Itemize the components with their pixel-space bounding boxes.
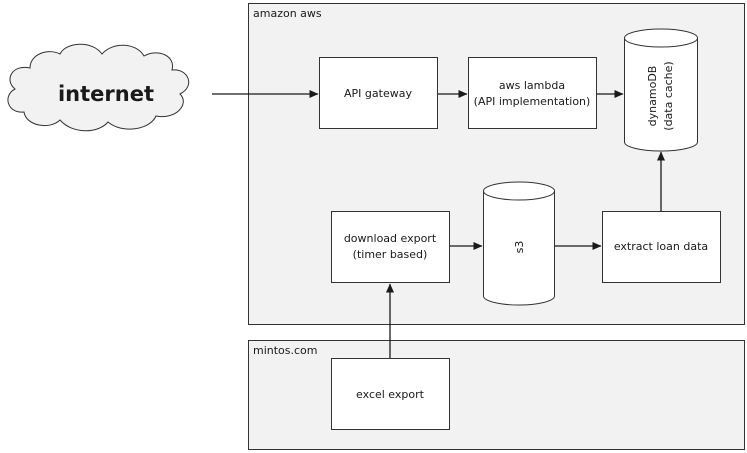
excel-export-node: excel export (331, 358, 450, 430)
download-export-label-line2: (timer based) (353, 248, 428, 261)
mintos-container-title: mintos.com (253, 344, 318, 357)
dynamodb-label-line1: dynamoDB (646, 66, 659, 127)
excel-export-label: excel export (356, 388, 425, 401)
api-gateway-label: API gateway (344, 87, 412, 100)
dynamodb-node: dynamoDB (data cache) (624, 28, 698, 152)
lambda-label-line2: (API implementation) (474, 95, 591, 108)
internet-label: internet (58, 82, 154, 106)
dynamodb-label-line2: (data cache) (662, 61, 675, 130)
extract-loan-data-node: extract loan data (602, 211, 721, 283)
s3-label: s3 (513, 241, 526, 254)
lambda-label-line1: aws lambda (499, 79, 565, 92)
aws-container-title: amazon aws (253, 7, 322, 20)
api-gateway-node: API gateway (319, 57, 438, 129)
internet-cloud: internet (7, 43, 190, 132)
lambda-node: aws lambda (API implementation) (468, 57, 597, 129)
connectors (212, 90, 665, 358)
s3-node: s3 (483, 181, 555, 306)
extract-loan-data-label: extract loan data (614, 240, 708, 253)
mintos-container: mintos.com (248, 340, 745, 450)
download-export-node: download export (timer based) (331, 211, 450, 283)
download-export-label-line1: download export (344, 232, 437, 245)
